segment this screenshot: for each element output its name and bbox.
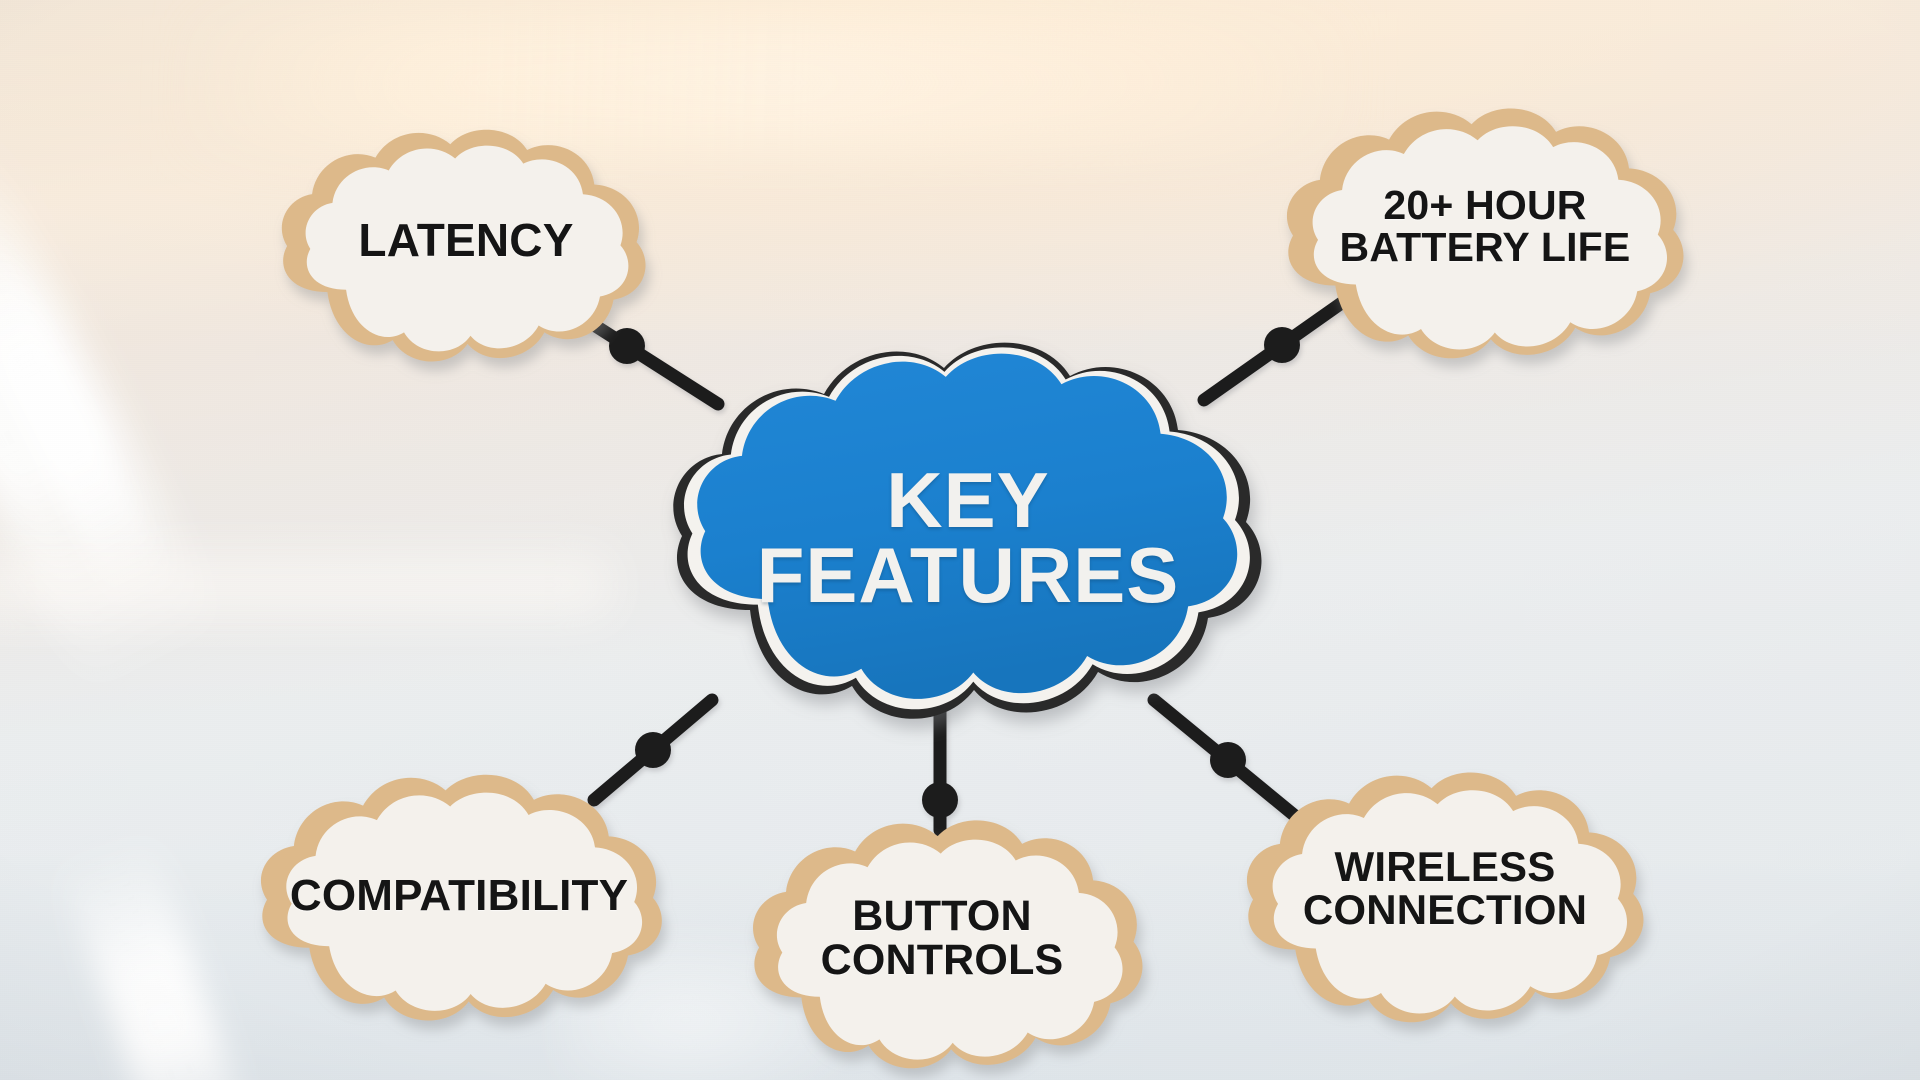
node-wireless-connection[interactable]: WIRELESS CONNECTION — [1222, 772, 1656, 1023]
connector-center-to-battery-life — [1197, 283, 1367, 407]
node-button-controls[interactable]: BUTTON CONTROLS — [730, 818, 1150, 1069]
node-compatibility[interactable]: COMPATIBILITY — [236, 774, 674, 1021]
node-latency[interactable]: LATENCY — [258, 128, 658, 362]
cloud-shape-latency — [281, 129, 646, 362]
cloud-shape-button-controls — [753, 820, 1143, 1069]
connector-center-to-wireless-connection — [1147, 693, 1307, 827]
cloud-shape-compatibility — [260, 774, 662, 1021]
cloud-shape-center — [673, 342, 1262, 719]
node-battery-life[interactable]: 20+ HOUR BATTERY LIFE — [1262, 108, 1696, 359]
glare-band-mid-left — [0, 540, 610, 630]
cloud-shape-wireless-connection — [1246, 772, 1644, 1023]
cloud-shape-battery-life — [1286, 108, 1684, 359]
connector-center-to-compatibility — [587, 693, 719, 807]
wall-warm-light-streak — [180, 18, 1360, 148]
connector-center-to-button-controls — [922, 705, 958, 837]
node-key-features[interactable]: KEY FEATURES — [648, 330, 1288, 730]
